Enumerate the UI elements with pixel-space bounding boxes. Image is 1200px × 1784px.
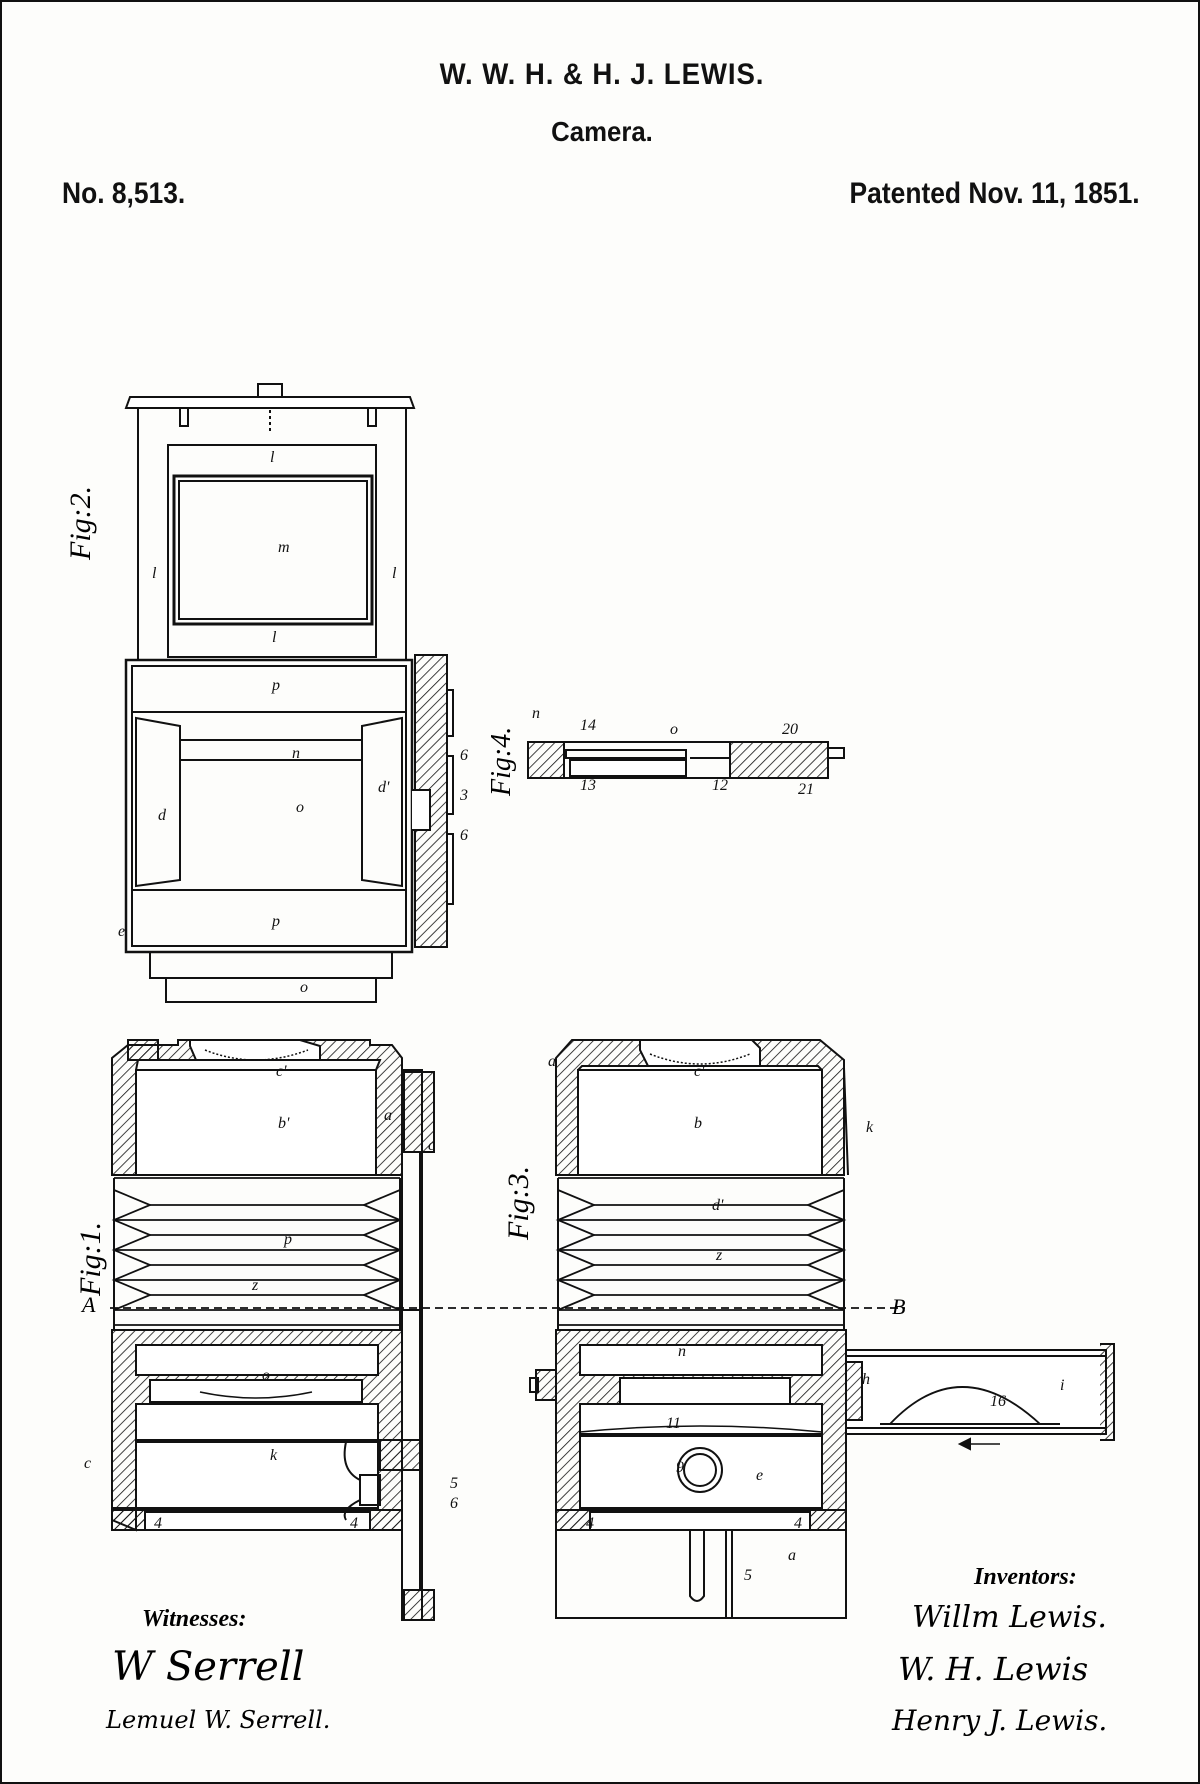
svg-text:d: d [158, 807, 167, 824]
svg-text:n: n [292, 745, 300, 762]
inventor-signature-2: W. H. Lewis [898, 1650, 1089, 1688]
svg-text:o: o [670, 721, 678, 738]
svg-text:6: 6 [450, 1495, 458, 1512]
svg-text:4: 4 [794, 1515, 802, 1532]
svg-text:p: p [271, 677, 280, 694]
svg-text:11: 11 [666, 1415, 681, 1432]
fig3-drawing [529, 1039, 1115, 1619]
svg-text:3: 3 [459, 787, 468, 804]
patent-date: Patented Nov. 11, 1851. [849, 177, 1140, 210]
svg-text:k: k [866, 1119, 874, 1136]
patent-number: No. 8,513. [62, 177, 186, 210]
fig2-drawing [124, 383, 454, 1003]
fig3-label: Fig:3. [502, 1165, 535, 1240]
patent-subtitle: Camera. [551, 116, 653, 147]
svg-text:c: c [84, 1455, 91, 1472]
svg-text:m: m [278, 539, 290, 556]
svg-text:p: p [283, 1231, 292, 1248]
svg-text:l: l [152, 565, 157, 582]
svg-text:n: n [678, 1343, 686, 1360]
svg-text:o: o [262, 1367, 270, 1384]
svg-text:z: z [715, 1247, 723, 1264]
svg-text:13: 13 [580, 777, 596, 794]
svg-text:b': b' [278, 1115, 290, 1132]
svg-text:c': c' [694, 1063, 705, 1080]
svg-text:d': d' [712, 1197, 724, 1214]
fig4-drawing [527, 741, 845, 779]
svg-text:4: 4 [586, 1515, 594, 1532]
fig1-drawing [111, 1039, 435, 1621]
svg-text:a: a [788, 1547, 796, 1564]
svg-text:o: o [300, 979, 308, 996]
witnesses-heading: Witnesses: [142, 1606, 247, 1632]
svg-text:d': d' [378, 779, 390, 796]
reference-letters: l m l l l p n o d d' p e o 6 3 6 n 14 o 20 13 12 21 c' b… [84, 449, 1064, 1584]
patent-title: W. W. H. & H. J. LEWIS. [439, 58, 765, 91]
inventor-signature-3: Henry J. Lewis. [892, 1704, 1108, 1737]
section-mark-b: B [892, 1294, 906, 1319]
svg-text:i: i [1060, 1377, 1064, 1394]
svg-text:c': c' [276, 1063, 287, 1080]
witness-signature-2: Lemuel W. Serrell. [106, 1706, 331, 1734]
svg-text:16: 16 [990, 1393, 1006, 1410]
svg-text:h: h [862, 1371, 870, 1388]
svg-text:z: z [251, 1277, 259, 1294]
svg-text:e: e [118, 923, 125, 940]
witness-signature-1: W Serrell [112, 1644, 305, 1690]
svg-text:5: 5 [450, 1475, 458, 1492]
svg-text:21: 21 [798, 781, 814, 798]
section-mark-a: A [82, 1292, 96, 1317]
svg-text:o: o [296, 799, 304, 816]
svg-text:20: 20 [782, 721, 798, 738]
svg-text:p: p [271, 913, 280, 930]
svg-text:a: a [384, 1107, 392, 1124]
svg-text:4: 4 [154, 1515, 162, 1532]
svg-text:12: 12 [712, 777, 728, 794]
svg-text:14: 14 [580, 717, 596, 734]
svg-text:9: 9 [676, 1459, 684, 1476]
svg-text:n: n [532, 705, 540, 722]
svg-text:k: k [270, 1447, 278, 1464]
svg-text:l: l [270, 449, 275, 466]
svg-text:6: 6 [460, 747, 468, 764]
svg-text:5: 5 [744, 1567, 752, 1584]
svg-text:l: l [272, 629, 277, 646]
svg-text:b: b [694, 1115, 702, 1132]
svg-text:l: l [392, 565, 397, 582]
svg-text:6: 6 [460, 827, 468, 844]
fig2-label: Fig:2. [64, 485, 97, 560]
inventor-signature-1: Willm Lewis. [912, 1600, 1107, 1635]
fig4-label: Fig:4. [486, 726, 517, 796]
svg-text:c: c [428, 1137, 435, 1154]
fig1-label: Fig:1. [74, 1221, 107, 1296]
svg-text:4: 4 [350, 1515, 358, 1532]
inventors-heading: Inventors: [974, 1564, 1077, 1590]
svg-text:e: e [756, 1467, 763, 1484]
svg-text:a: a [548, 1053, 556, 1070]
